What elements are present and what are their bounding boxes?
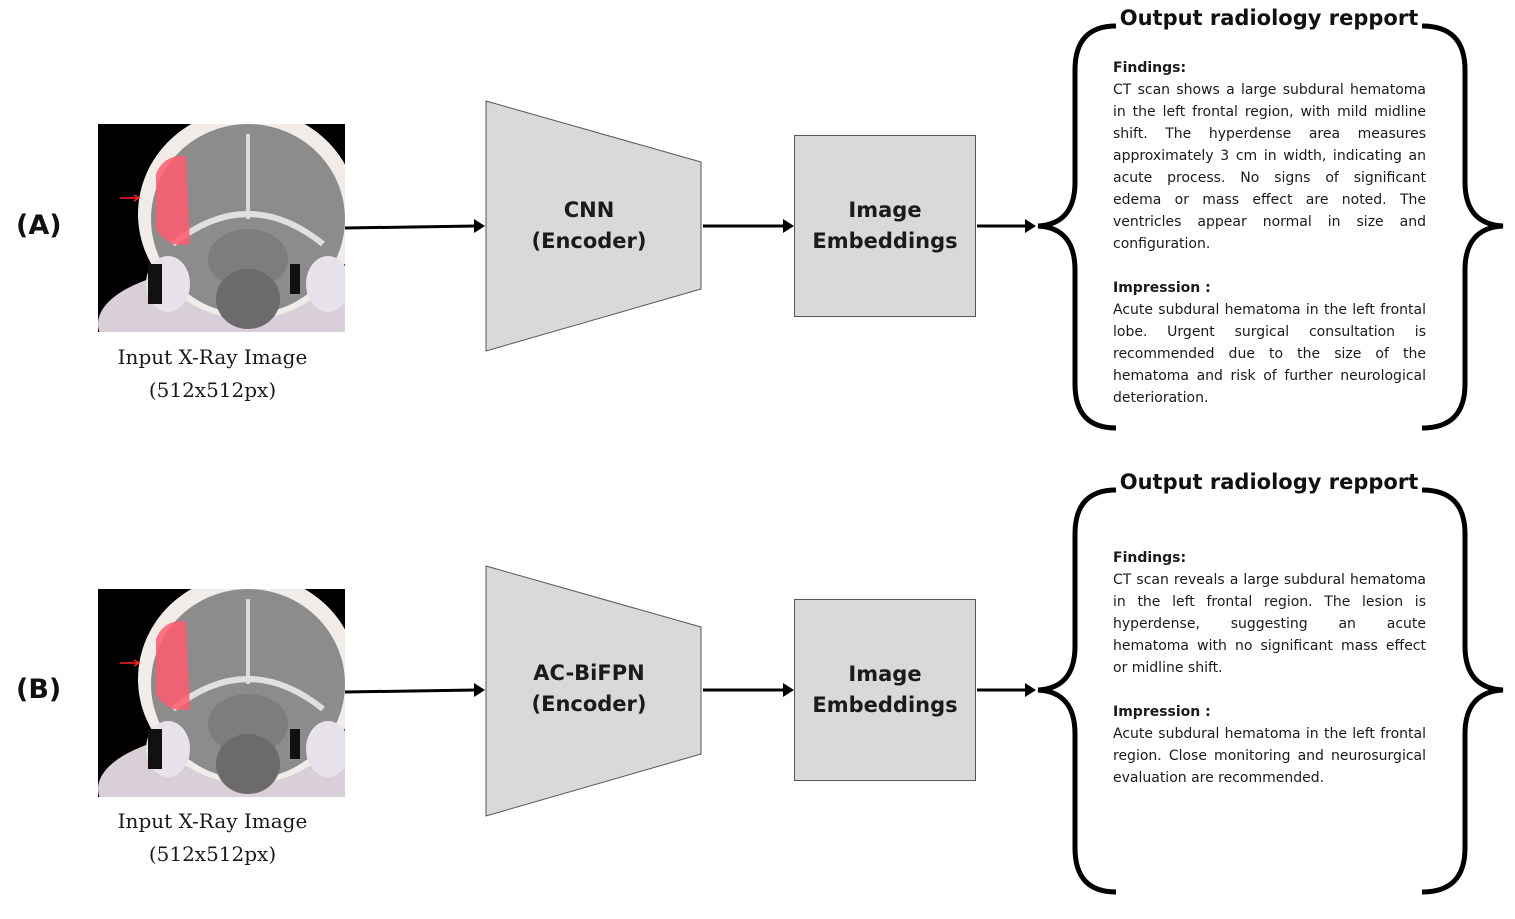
embeddings-label-line-2: Embeddings [812,693,958,717]
arrow-image-to-encoder [344,688,477,694]
arrowhead-icon [474,219,485,233]
encoder-label-line-1: AC-BiFPN [533,661,645,685]
arrowhead-icon [1025,683,1036,697]
encoder-label-line-1: CNN [563,198,615,222]
flow-arrows [344,219,1036,233]
arrowhead-icon [474,683,485,697]
pipeline-b: (B) Input X-Ray Image (512x512px) AC-Bi [0,464,1515,919]
right-brace-icon [1421,23,1504,431]
caption-line-1: Input X-Ray Image [117,345,308,369]
report-title: Output radiology repport [1118,6,1420,30]
findings-text: CT scan reveals a large subdural hematom… [1113,572,1426,676]
arrowhead-icon [783,219,794,233]
encoder-label-line-2: (Encoder) [531,692,647,716]
input-ct-image [98,589,345,797]
caption-line-1: Input X-Ray Image [117,809,308,833]
left-brace-icon [1037,23,1117,431]
arrowhead-icon [1025,219,1036,233]
encoder-trapezoid [485,100,702,352]
encoder-label: AC-BiFPN (Encoder) [485,658,693,720]
impression-text: Acute subdural hematoma in the left fron… [1113,302,1426,406]
encoder-label-line-2: (Encoder) [531,229,647,253]
input-caption: Input X-Ray Image (512x512px) [100,805,325,871]
left-brace-icon [1037,487,1117,895]
findings-heading: Findings: [1113,550,1187,566]
caption-line-2: (512x512px) [148,378,277,402]
flow-arrows [344,683,1036,697]
encoder-trapezoid [485,565,702,817]
image-embeddings-box: Image Embeddings [794,599,976,781]
pipeline-label: (B) [16,674,62,705]
findings-heading: Findings: [1113,60,1187,76]
ct-scan-illustration [98,589,345,797]
embeddings-label-line-1: Image [848,662,922,686]
caption-line-2: (512x512px) [148,842,277,866]
encoder-label: CNN (Encoder) [485,195,693,257]
report-braces [1037,487,1504,895]
report-title: Output radiology repport [1118,470,1420,494]
encoder-block: AC-BiFPN (Encoder) [485,565,703,817]
radiology-report: Findings: CT scan shows a large subdural… [1113,57,1426,409]
impression-heading: Impression : [1113,704,1211,720]
report-braces [1037,23,1504,431]
right-brace-icon [1421,487,1504,895]
radiology-report: Findings: CT scan reveals a large subdur… [1113,547,1426,789]
embeddings-label-line-1: Image [848,198,922,222]
impression-text: Acute subdural hematoma in the left fron… [1113,726,1426,786]
encoder-block: CNN (Encoder) [485,100,703,352]
arrowhead-icon [783,683,794,697]
ct-scan-illustration [98,124,345,332]
impression-heading: Impression : [1113,280,1211,296]
input-caption: Input X-Ray Image (512x512px) [100,341,325,407]
embeddings-label-line-2: Embeddings [812,229,958,253]
image-embeddings-box: Image Embeddings [794,135,976,317]
findings-text: CT scan shows a large subdural hematoma … [1113,82,1426,252]
pipeline-a: (A) Input X-Ray Image (512x512px) CNN [0,0,1515,455]
pipeline-label: (A) [16,210,62,241]
input-ct-image [98,124,345,332]
arrow-image-to-encoder [344,224,477,230]
